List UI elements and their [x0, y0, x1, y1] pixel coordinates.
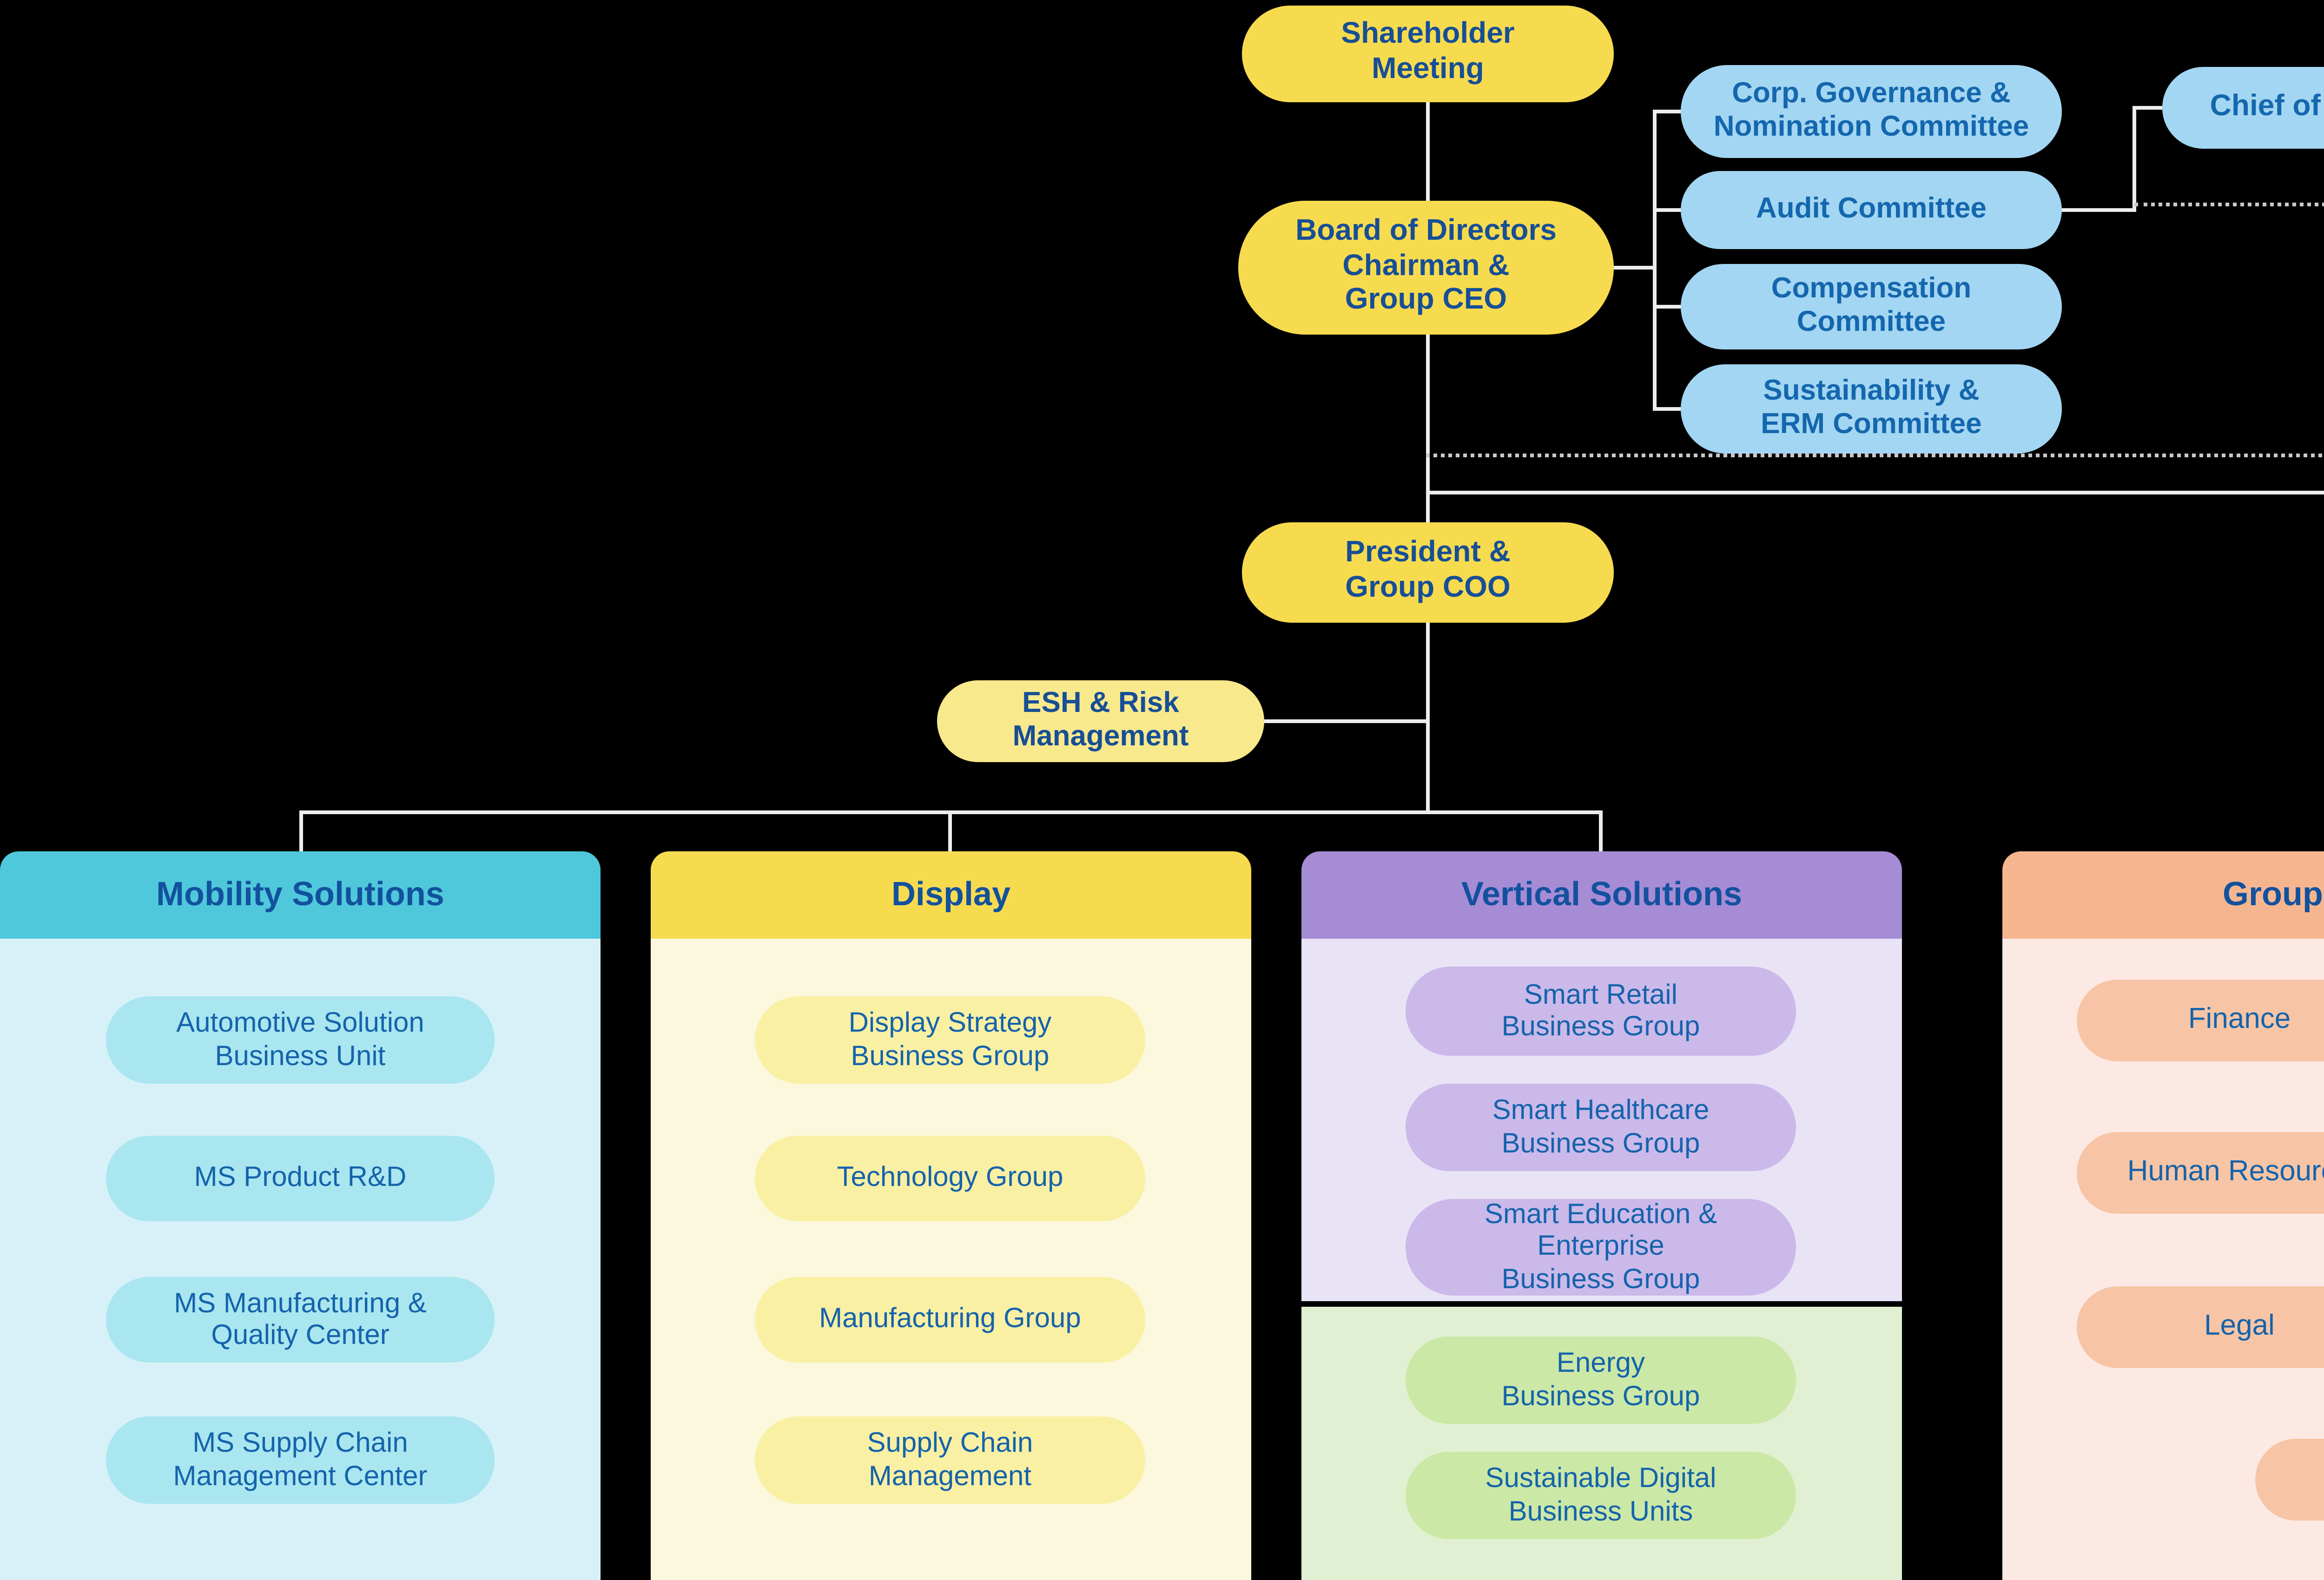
connector-line — [1653, 305, 1683, 309]
connector-line — [2062, 208, 2134, 212]
connector-line — [1653, 407, 1683, 411]
division-vertical-solutions: Vertical Solutions Smart Retail Business… — [1301, 851, 1902, 1580]
unit-display-strategy: Display Strategy Business Group — [755, 996, 1145, 1084]
unit-sustainable-digital: Sustainable Digital Business Units — [1406, 1452, 1796, 1539]
unit-legal: Legal — [2077, 1286, 2324, 1368]
unit-ms-product-rd: MS Product R&D — [106, 1136, 495, 1221]
president-group-coo-node: President & Group COO — [1242, 522, 1614, 623]
committee-audit: Audit Committee — [1681, 171, 2062, 249]
connector-line — [1599, 810, 1603, 851]
connector-line — [2133, 106, 2136, 212]
connector-line — [1653, 208, 1683, 212]
unit-energy: Energy Business Group — [1406, 1336, 1796, 1424]
committee-corp-governance-nomination: Corp. Governance & Nomination Committee — [1681, 65, 2062, 158]
chief-of-compliance-node: Chief of Compliance — [2162, 67, 2324, 149]
connector-line — [1614, 266, 1655, 270]
connector-line — [1653, 110, 1657, 411]
division-header: Vertical Solutions — [1301, 851, 1902, 939]
division-header: Mobility Solutions — [0, 851, 601, 939]
division-mobility-solutions: Mobility Solutions Automotive Solution B… — [0, 851, 601, 1580]
connector-line — [1426, 623, 1430, 814]
committee-sustainability-erm: Sustainability & ERM Committee — [1681, 364, 2062, 454]
division-header: Display — [651, 851, 1251, 939]
unit-smart-education-enterprise: Smart Education & Enterprise Business Gr… — [1406, 1199, 1796, 1296]
unit-smart-retail: Smart Retail Business Group — [1406, 967, 1796, 1056]
connector-line-dotted — [2134, 203, 2324, 206]
unit-finance: Finance — [2077, 980, 2324, 1061]
board-of-directors-node: Board of Directors Chairman & Group CEO — [1238, 201, 1614, 335]
division-header: Group Infrastructure Unit — [2002, 851, 2324, 939]
unit-technology-group: Technology Group — [755, 1136, 1145, 1221]
unit-supply-chain-management: Supply Chain Management — [755, 1416, 1145, 1504]
unit-ms-manufacturing-quality: MS Manufacturing & Quality Center — [106, 1277, 495, 1363]
committee-compensation: Compensation Committee — [1681, 264, 2062, 349]
unit-smart-healthcare: Smart Healthcare Business Group — [1406, 1084, 1796, 1171]
connector-line-dotted — [1426, 454, 2324, 457]
unit-ms-supply-chain: MS Supply Chain Management Center — [106, 1416, 495, 1504]
division-display: Display Display Strategy Business Group … — [651, 851, 1251, 1580]
connector-line — [948, 810, 952, 851]
connector-line — [1264, 719, 1426, 723]
connector-line — [1426, 335, 1430, 522]
unit-auditing: Auditing — [2255, 1439, 2324, 1521]
connector-line — [1426, 100, 1430, 203]
esh-risk-management-node: ESH & Risk Management — [937, 680, 1264, 762]
connector-line — [1426, 491, 2324, 494]
connector-line — [2133, 106, 2162, 110]
division-group-infrastructure-unit: Group Infrastructure Unit Finance Digita… — [2002, 851, 2324, 1580]
connector-line — [1653, 110, 1683, 113]
unit-automotive-solution: Automotive Solution Business Unit — [106, 996, 495, 1084]
unit-human-resource: Human Resource — [2077, 1132, 2324, 1214]
unit-manufacturing-group: Manufacturing Group — [755, 1277, 1145, 1363]
connector-line — [299, 810, 303, 851]
shareholder-meeting-node: Shareholder Meeting — [1242, 6, 1614, 102]
